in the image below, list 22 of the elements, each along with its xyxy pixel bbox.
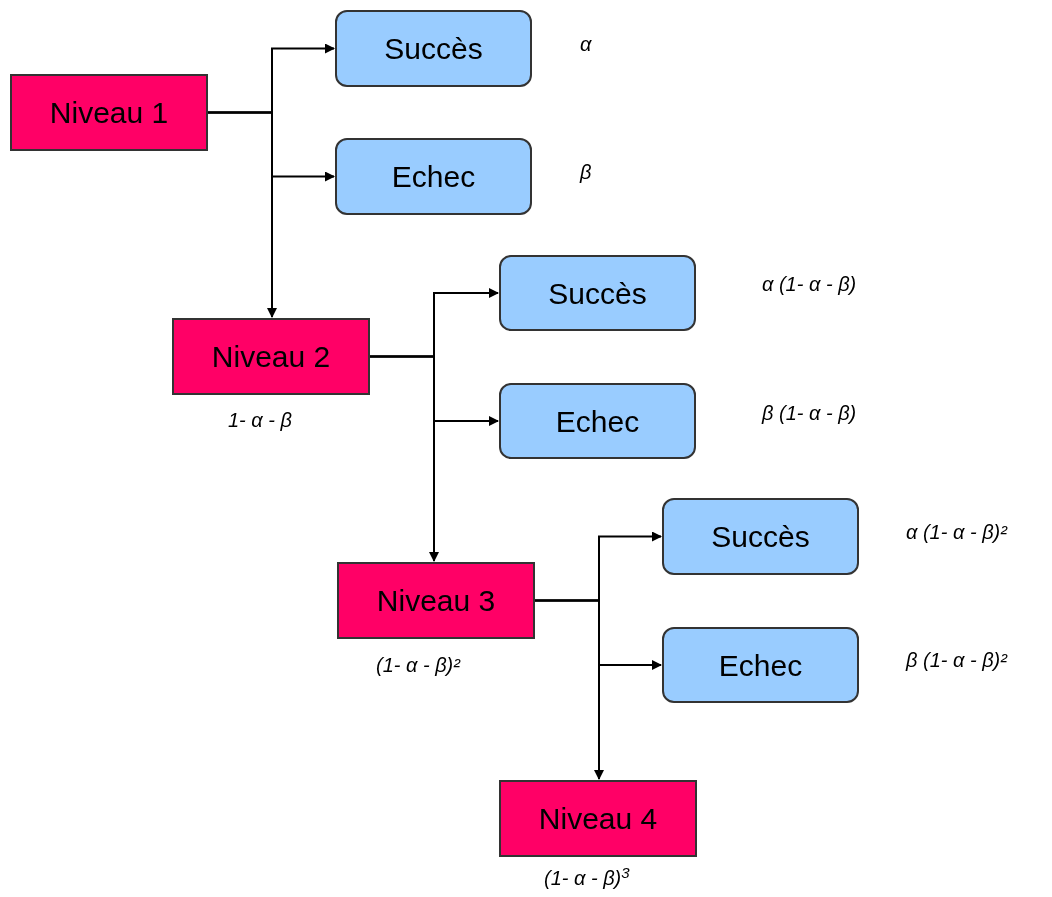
arrow [207,111,277,318]
probability-label: α (1- α - β)² [906,522,1007,542]
probability-label: β (1- α - β) [762,403,857,423]
probability-label: (1- α - β)² [376,655,460,675]
arrow [534,599,604,780]
outcome-box: Echec [499,383,696,459]
outcome-box: Succès [499,255,696,331]
outcome-box: Echec [662,627,859,703]
probability-label: (1- α - β)$^{3}$ [544,868,630,888]
probability-label: α (1- α - β) [762,274,857,294]
probability-label: 1- α - β [228,410,292,430]
outcome-box: Succès [335,10,532,87]
arrow [369,355,439,562]
outcome-box: Succès [662,498,859,575]
probability-label: β (1- α - β)² [906,650,1007,670]
level-box: Niveau 4 [499,780,697,857]
level-box: Niveau 1 [10,74,208,151]
probability-label: β [580,162,592,182]
probability-label: α [580,34,592,54]
outcome-box: Echec [335,138,532,215]
level-box: Niveau 3 [337,562,535,639]
level-box: Niveau 2 [172,318,370,395]
